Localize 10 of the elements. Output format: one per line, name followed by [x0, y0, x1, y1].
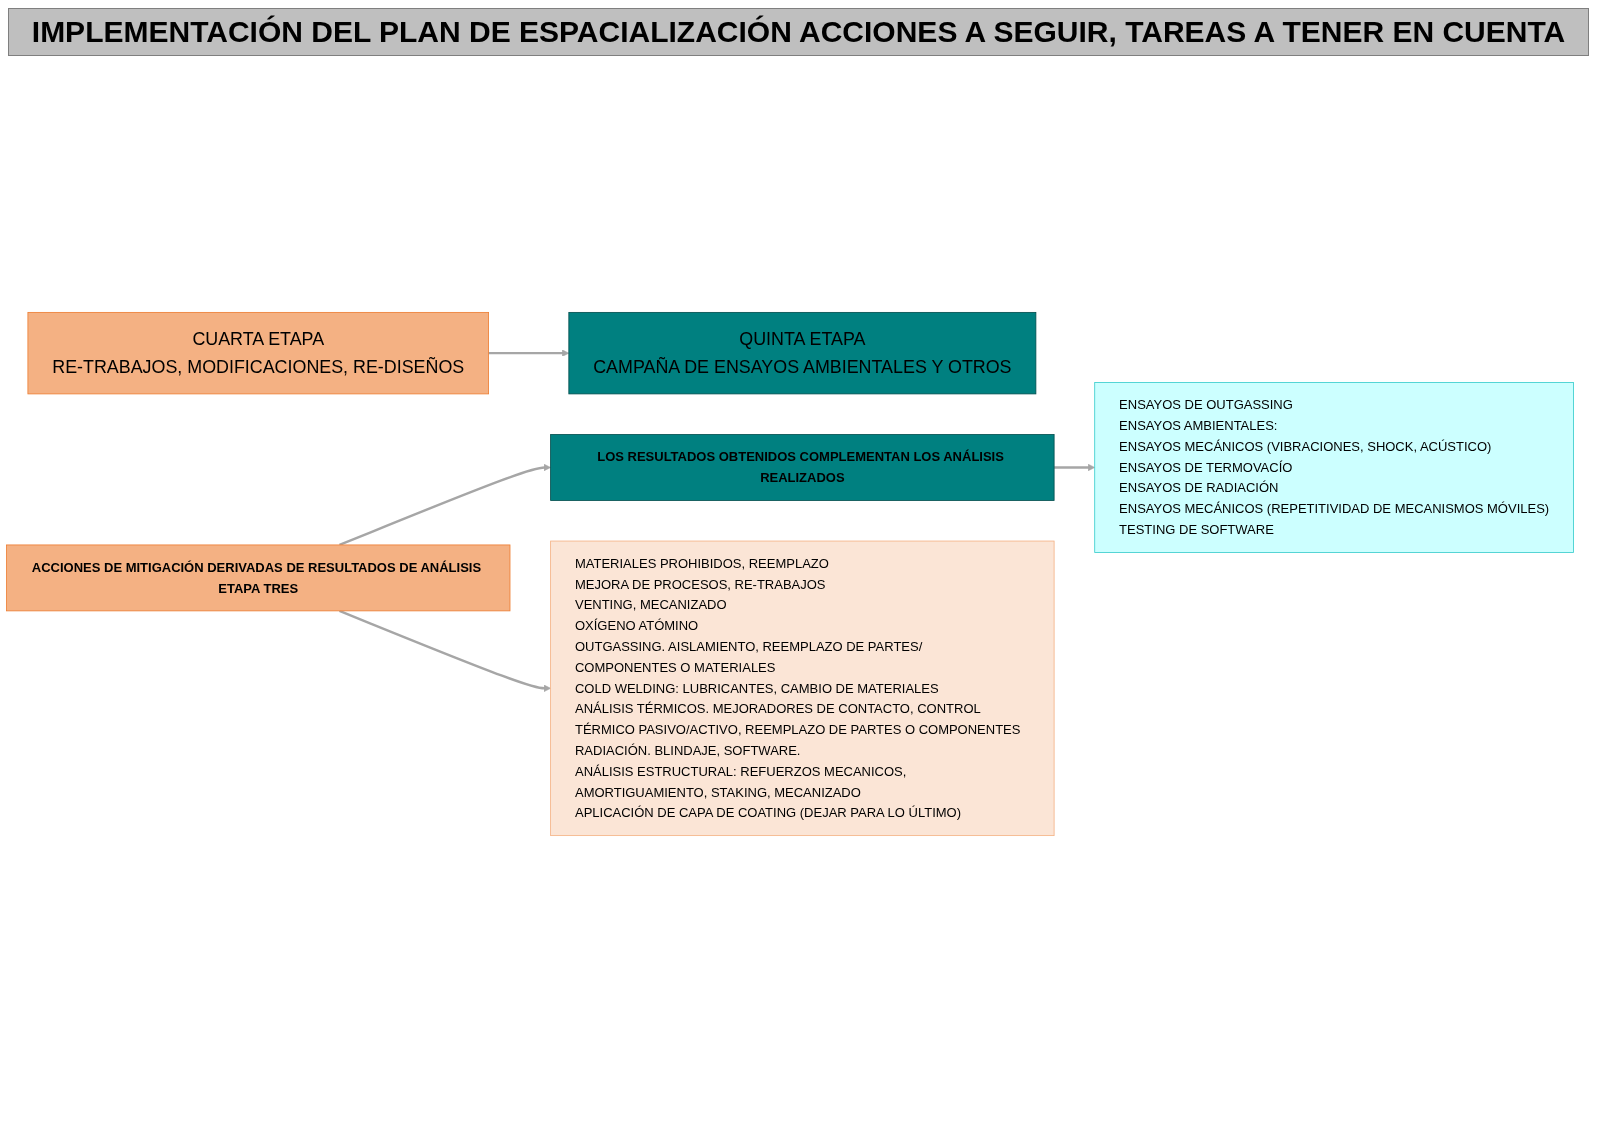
node-box: QUINTA ETAPA CAMPAÑA DE ENSAYOS AMBIENTALES Y OTROS: [568, 312, 1037, 395]
node-box: ENSAYOS DE OUTGASSING ENSAYOS AMBIENTALES: ENSAYOS MECÁNICOS (VIBRACIONES, SHOCK, ACÚSTICO) ENSAYOS DE TERMOVACÍO ENSAYOS DE RADIACIÓN ENSAYOS MECÁNICOS (REPETITIVIDAD DE MECANISMOS MÓVILES) TESTING DE SOFTWARE: [1094, 382, 1574, 553]
arrow: [488, 349, 570, 357]
node-box: MATERIALES PROHIBIDOS, REEMPLAZO MEJORA DE PROCESOS, RE-TRABAJOS VENTING, MECANIZADO OXÍGENO ATÓMINO OUTGASSING. AISLAMIENTO, REEMPLAZO DE PARTES/ COMPONENTES O MATERIALES COLD WELDING: LUBRICANTES, CAMBIO DE MATERIALES ANÁLISIS TÉRMICOS. MEJORADORES DE CONTACTO, CONTROL TÉRMICO PASIVO/ACTIVO, REEMPLAZO DE PARTES O COMPONENTES RADIACIÓN. BLINDAJE, SOFTWARE. ANÁLISIS ESTRUCTURAL: REFUERZOS MECANICOS, AMORTIGUAMIENTO, STAKING, MECANIZADO APLICACIÓN DE CAPA DE COATING (DEJAR PARA LO ÚLTIMO): [550, 540, 1055, 836]
node-box: LOS RESULTADOS OBTENIDOS COMPLEMENTAN LOS ANÁLISIS REALIZADOS: [550, 434, 1055, 501]
node-box: ACCIONES DE MITIGACIÓN DERIVADAS DE RESULTADOS DE ANÁLISIS ETAPA TRES: [6, 544, 511, 612]
title-banner: IMPLEMENTACIÓN DEL PLAN DE ESPACIALIZACIÓN ACCIONES A SEGUIR, TAREAS A TENER EN CUENTA: [8, 8, 1589, 56]
node-box: CUARTA ETAPA RE-TRABAJOS, MODIFICACIONES, RE-DISEÑOS: [27, 312, 489, 395]
arrow: [1054, 463, 1096, 472]
arrow: [339, 609, 551, 692]
